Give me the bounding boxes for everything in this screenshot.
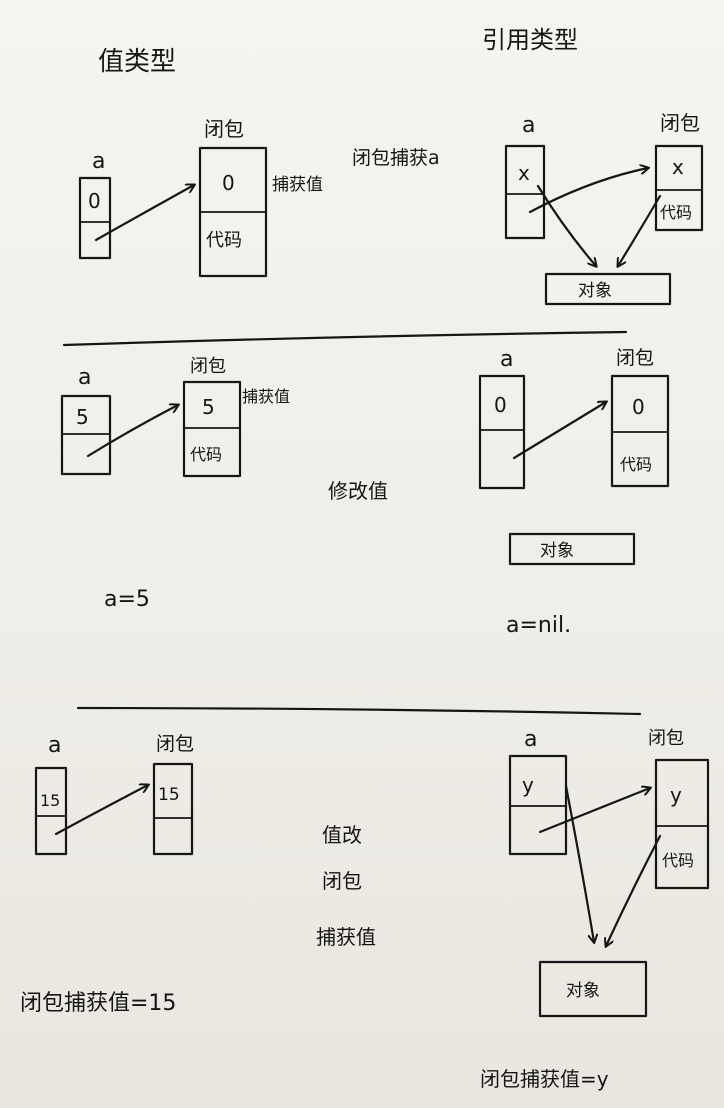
header-value-type: 值类型 [98, 47, 176, 77]
closure-code: 代码 [662, 851, 694, 870]
closure-label: 闭包 [190, 356, 226, 377]
closure-label: 闭包 [156, 733, 194, 755]
section1-reference: a x 闭包 x 代码 对象 [504, 111, 704, 306]
closure-value: y [670, 783, 682, 807]
assignment-note: a=5 [104, 587, 150, 612]
modify-value-note: 修改值 [328, 479, 388, 503]
var-a-label: a [522, 113, 535, 138]
closure-label: 闭包 [204, 117, 244, 141]
closure-code: 代码 [206, 230, 242, 251]
closure-value: 0 [632, 395, 645, 419]
value-change-note-3: 捕获值 [316, 925, 376, 949]
var-a-value: 5 [76, 405, 89, 429]
closure-box [610, 374, 670, 488]
var-a-value: 0 [88, 189, 101, 213]
divider [62, 330, 628, 347]
pointer-arrow [606, 834, 662, 946]
var-a-box [34, 766, 68, 856]
closure-captures-a-note: 闭包捕获a [352, 147, 440, 169]
value-change-note-2: 闭包 [322, 869, 362, 893]
capture-value-note: 捕获值 [272, 175, 323, 195]
pointer-arrow [86, 405, 178, 458]
pointer-arrow [618, 194, 662, 266]
var-a-label: a [524, 727, 537, 752]
closure-box [654, 144, 704, 232]
object-label: 对象 [566, 981, 600, 1001]
section1-value: a 0 闭包 0 代码 捕获值 闭包捕获a [78, 117, 440, 278]
pointer-arrow [564, 784, 594, 942]
object-label: 对象 [540, 541, 574, 561]
pointer-arrow [536, 184, 596, 266]
var-a-box [504, 144, 546, 240]
object-label: 对象 [578, 281, 612, 301]
section2-value: a 5 闭包 5 代码 捕获值 修改值 a=5 [60, 356, 388, 612]
pointer-arrow [54, 785, 148, 836]
var-a-value: 15 [40, 791, 60, 810]
closure-box [182, 380, 242, 478]
section3-reference: a y 闭包 y 代码 对象 闭包捕获值=y [480, 727, 710, 1091]
var-a-value: y [522, 773, 534, 797]
var-a-label: a [78, 365, 91, 390]
var-a-box [60, 394, 112, 476]
pointer-arrow [512, 402, 606, 460]
object-box [538, 960, 648, 1018]
closure-label: 闭包 [648, 728, 684, 749]
closure-code: 代码 [620, 455, 652, 474]
assignment-note: a=nil. [506, 613, 571, 638]
result-note: 闭包捕获值=y [480, 1067, 609, 1091]
closure-value: 0 [222, 171, 235, 195]
closure-box [152, 762, 194, 856]
closure-box [654, 758, 710, 890]
var-a-box [478, 374, 526, 490]
pointer-arrow [528, 168, 648, 214]
var-a-label: a [500, 347, 513, 372]
closure-code: 代码 [190, 445, 222, 464]
closure-value: 15 [158, 785, 180, 805]
object-box [544, 272, 672, 306]
divider [76, 706, 642, 716]
pointer-arrow [538, 788, 650, 834]
closure-value: 5 [202, 395, 215, 419]
result-note: 闭包捕获值=15 [20, 991, 176, 1016]
closure-label: 闭包 [616, 347, 654, 369]
var-a-value: 0 [494, 393, 507, 417]
closure-label: 闭包 [660, 111, 700, 135]
section2-reference: a 0 闭包 0 代码 对象 a=nil. [478, 347, 670, 638]
var-a-box [508, 754, 568, 856]
var-a-label: a [92, 149, 105, 174]
capture-value-note: 捕获值 [242, 387, 290, 406]
closure-code: 代码 [660, 203, 692, 222]
pointer-arrow [94, 185, 194, 242]
closure-value: x [672, 155, 684, 179]
var-a-box [78, 176, 112, 260]
var-a-value: x [518, 161, 530, 185]
var-a-label: a [48, 733, 61, 758]
header-reference-type: 引用类型 [482, 26, 578, 54]
object-box [508, 532, 636, 566]
value-change-note-1: 值改 [322, 823, 362, 847]
section3-value: a 15 闭包 15 值改 闭包 捕获值 闭包捕获值=15 [20, 733, 376, 1016]
